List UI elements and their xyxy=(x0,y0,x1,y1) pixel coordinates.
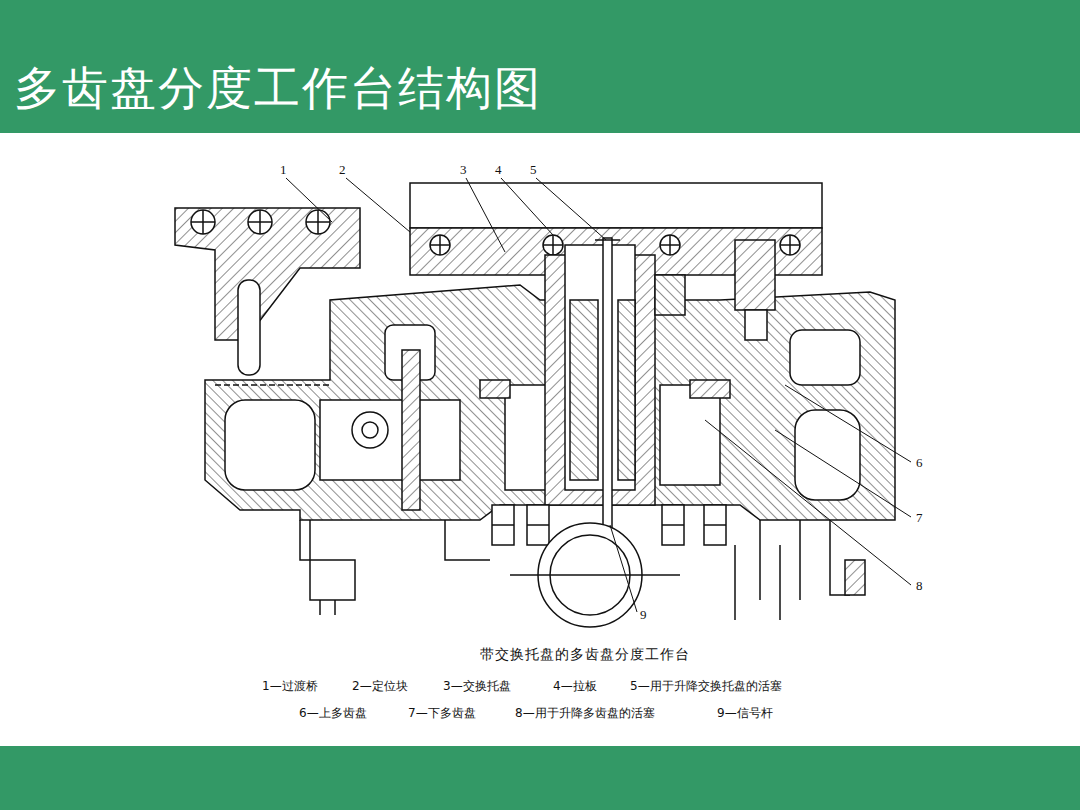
part-legend-item: 7—下多齿盘 xyxy=(408,705,476,722)
callout-number: 2 xyxy=(338,163,347,177)
part-legend-item: 6—上多齿盘 xyxy=(299,705,367,722)
part-legend-item: 3—交换托盘 xyxy=(443,678,511,695)
part-legend-item: 4—拉板 xyxy=(553,678,597,695)
callout-number: 7 xyxy=(915,511,924,525)
part-legend-item: 8—用于升降多齿盘的活塞 xyxy=(515,705,655,722)
footer-band xyxy=(0,746,1080,810)
callout-number: 3 xyxy=(459,163,468,177)
part-legend-item: 9—信号杆 xyxy=(717,705,773,722)
page-title: 多齿盘分度工作台结构图 xyxy=(14,58,542,120)
callout-number: 4 xyxy=(494,163,503,177)
part-legend-item: 2—定位块 xyxy=(352,678,408,695)
callout-number: 9 xyxy=(639,608,648,622)
callout-number: 5 xyxy=(529,163,538,177)
callout-number: 6 xyxy=(915,456,924,470)
figure-caption: 带交换托盘的多齿盘分度工作台 xyxy=(480,646,690,664)
part-legend-item: 5—用于升降交换托盘的活塞 xyxy=(630,678,782,695)
callout-number: 1 xyxy=(279,163,288,177)
callout-number: 8 xyxy=(915,579,924,593)
part-legend-item: 1—过渡桥 xyxy=(262,678,318,695)
